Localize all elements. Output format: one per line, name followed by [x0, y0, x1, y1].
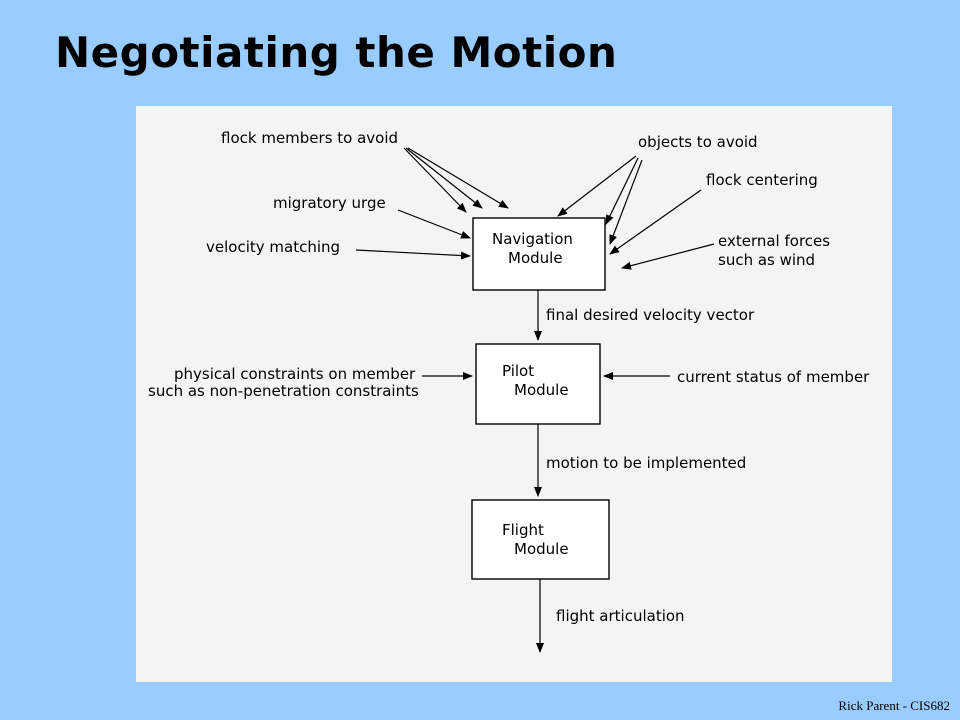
migratory-urge-label: migratory urge — [273, 194, 386, 212]
footer-credit: Rick Parent - CIS682 — [838, 698, 950, 713]
objects-arrow-3 — [609, 159, 643, 245]
external-arrow — [621, 243, 715, 270]
navigation-module-label: Navigation Module — [492, 230, 578, 267]
current-status-label: current status of member — [677, 368, 870, 386]
motion-implemented-label: motion to be implemented — [546, 454, 746, 472]
physical-constraints-label: physical constraints on member such as n… — [148, 365, 420, 400]
navigation-module-box — [472, 217, 606, 291]
objects-arrow-1 — [557, 155, 637, 217]
external-forces-label: external forces such as wind — [718, 232, 835, 269]
flock-arrow-3 — [407, 147, 509, 209]
pilot-module-box — [475, 343, 601, 425]
velocity-matching-label: velocity matching — [206, 238, 340, 256]
migratory-arrow — [397, 209, 471, 239]
velocity-arrow — [355, 249, 471, 260]
objects-to-avoid-label: objects to avoid — [638, 133, 758, 151]
diagram-svg: Navigation Module Pilot Module Flight Mo… — [148, 129, 870, 653]
flock-arrow-1 — [403, 147, 467, 213]
centering-arrow — [609, 189, 702, 255]
final-velocity-label: final desired velocity vector — [546, 306, 755, 324]
flock-arrow-2 — [405, 147, 483, 209]
flock-members-label: flock members to avoid — [221, 129, 398, 147]
diagram-figure: Navigation Module Pilot Module Flight Mo… — [136, 106, 892, 682]
flight-module-box — [471, 499, 610, 580]
slide-title: Negotiating the Motion — [55, 28, 618, 77]
pilot-module-label: Pilot Module — [502, 362, 569, 399]
flight-articulation-label: flight articulation — [556, 607, 685, 625]
objects-arrow-2 — [605, 157, 639, 225]
flight-module-label: Flight Module — [502, 521, 569, 558]
flock-centering-label: flock centering — [706, 171, 818, 189]
